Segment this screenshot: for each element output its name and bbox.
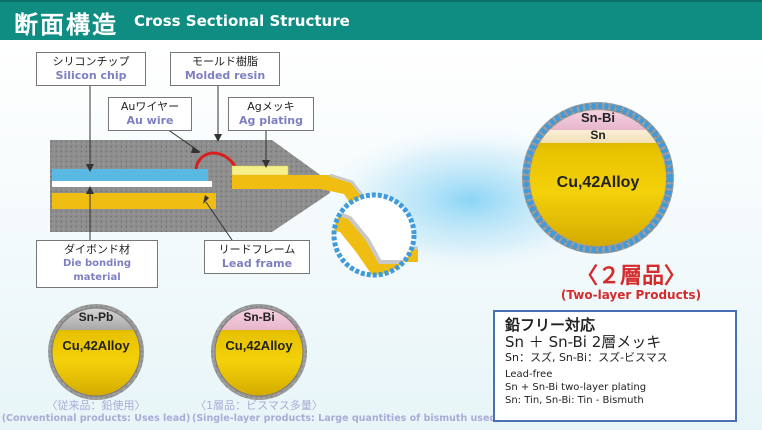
au-wire-jp: Auワイヤー xyxy=(120,100,180,113)
au-wire-shape xyxy=(194,151,238,170)
info-line-1: 鉛フリー対応 xyxy=(505,316,596,334)
label-molded-resin: モールド樹脂 Molded resin xyxy=(170,52,280,86)
ag-plating-shape xyxy=(231,165,289,176)
die-bond-shape xyxy=(52,181,212,187)
info-line-3: Sn：スズ, Sn-Bi：スズ-ビスマス xyxy=(505,351,668,364)
die-bonding-jp: ダイボンド材 xyxy=(64,243,130,256)
large-ring-snbi: Sn-Bi xyxy=(581,110,615,125)
info-line-6: Sn: Tin, Sn-Bi: Tin - Bismuth xyxy=(505,395,644,406)
label-ag-plating: Agメッキ Ag plating xyxy=(228,97,314,131)
two-layer-title-en: (Two-layer Products) xyxy=(560,288,702,302)
info-line-5: Sn + Sn-Bi two-layer plating xyxy=(505,382,647,393)
large-ring-core: Cu,42Alloy xyxy=(556,174,640,191)
au-wire-en: Au wire xyxy=(126,114,174,127)
label-silicon-chip: シリコンチップ Silicon chip xyxy=(36,52,146,86)
label-lead-frame: リードフレーム Lead frame xyxy=(204,240,310,274)
molded-resin-en: Molded resin xyxy=(184,69,266,82)
info-line-4: Lead-free xyxy=(505,369,553,380)
silicon-chip-shape xyxy=(52,169,208,181)
conventional-ring xyxy=(48,304,144,400)
conventional-core: Cu,42Alloy xyxy=(62,338,130,353)
leader-arrowheads xyxy=(86,134,270,204)
large-ring xyxy=(522,102,674,254)
die-bonding-en: Die bonding material xyxy=(62,258,131,283)
molded-resin-jp: モールド樹脂 xyxy=(192,55,258,68)
zoom-circle-ring xyxy=(331,192,417,278)
title-en: Cross Sectional Structure xyxy=(134,12,350,30)
info-line-2: Sn ＋ Sn-Bi 2層メッキ xyxy=(505,333,662,351)
single-layer-core: Cu,42Alloy xyxy=(225,338,293,353)
single-layer-top-layer: Sn-Bi xyxy=(243,310,275,324)
large-ring-sn: Sn xyxy=(590,128,606,142)
silicon-chip-en: Silicon chip xyxy=(55,69,127,82)
silicon-chip-jp: シリコンチップ xyxy=(52,55,130,68)
conventional-top-layer: Sn-Pb xyxy=(78,310,114,324)
ag-plating-en: Ag plating xyxy=(238,114,304,127)
title-jp: 断面構造 xyxy=(14,11,118,39)
header-bar: 断面構造 Cross Sectional Structure xyxy=(0,0,762,40)
lead-frame-jp: リードフレーム xyxy=(218,243,296,256)
lead-frame-en: Lead frame xyxy=(221,257,293,270)
paddle-shape xyxy=(52,193,216,209)
single-layer-caption-jp: 〈1層品：ビスマス多量〉 xyxy=(195,399,323,412)
conventional-caption-en: (Conventional products: Uses lead) xyxy=(1,413,191,424)
label-au-wire: Auワイヤー Au wire xyxy=(108,97,192,131)
label-die-bonding: ダイボンド材 Die bonding material xyxy=(36,240,158,288)
lead-free-info-box: 鉛フリー対応 Sn ＋ Sn-Bi 2層メッキ Sn：スズ, Sn-Bi：スズ-… xyxy=(493,310,737,422)
single-layer-ring xyxy=(211,304,307,400)
conventional-caption-jp: 〈従来品：鉛使用〉 xyxy=(46,399,146,412)
two-layer-title-jp: 〈２層品〉 xyxy=(575,264,686,289)
single-layer-caption-en: (Single-layer products: Large quantities… xyxy=(192,413,501,424)
ag-plating-jp: Agメッキ xyxy=(247,100,295,113)
